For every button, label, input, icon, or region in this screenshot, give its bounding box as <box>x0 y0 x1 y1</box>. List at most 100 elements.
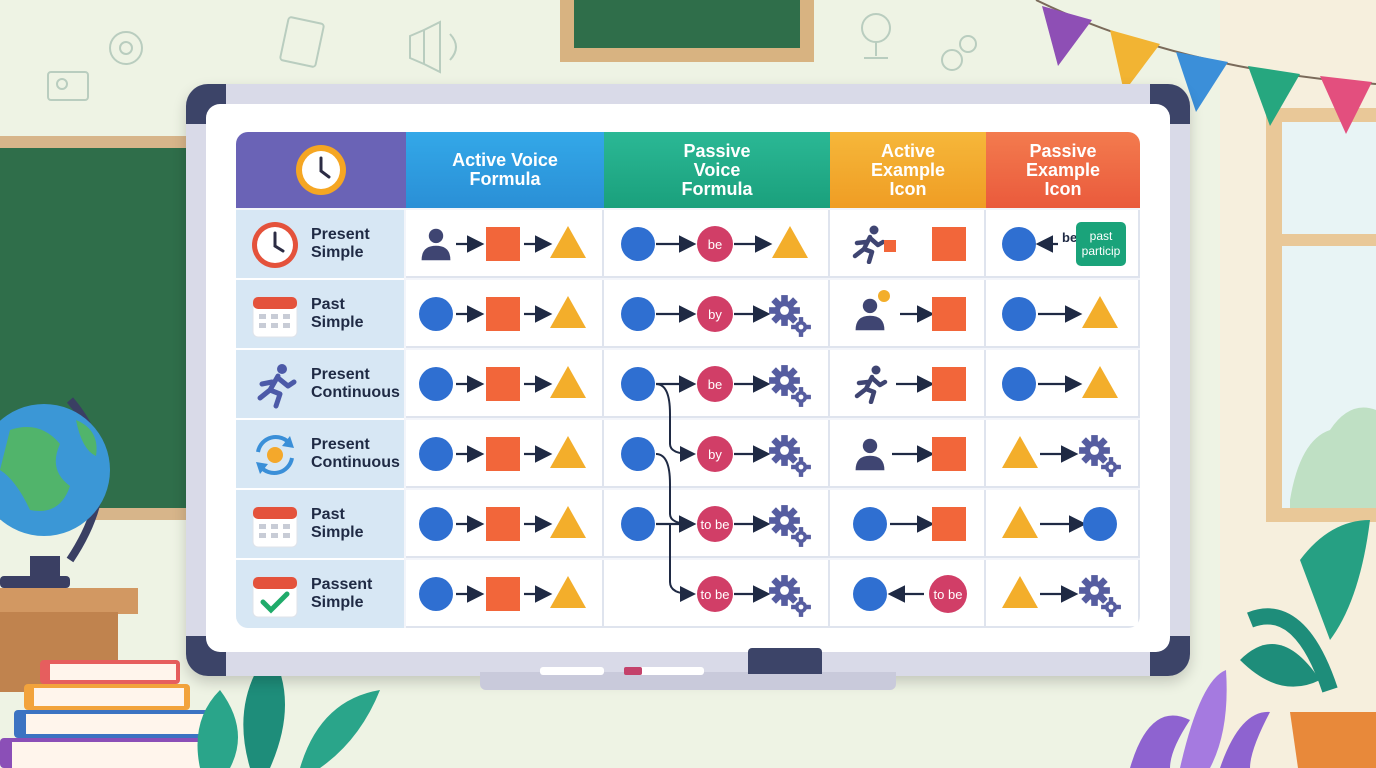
subject-circle <box>621 297 655 331</box>
badge-text: by <box>708 307 722 322</box>
calendar-icon <box>252 296 298 338</box>
subject-circle <box>1002 297 1036 331</box>
badge-be <box>697 226 733 262</box>
person-icon <box>421 228 451 261</box>
verb-square <box>932 437 966 471</box>
object-triangle <box>1082 296 1118 328</box>
object-triangle <box>772 226 808 258</box>
wall-doodle-icons <box>47 13 977 101</box>
calendar-check-icon <box>252 576 298 618</box>
badge-text: to be <box>934 587 963 602</box>
window <box>1266 108 1376 522</box>
subject-circle <box>419 577 453 611</box>
past-participle-text: past <box>1090 229 1113 243</box>
badge-to-be <box>929 575 967 613</box>
running-person-icon <box>855 226 883 263</box>
verb-square <box>932 297 966 331</box>
plant-left <box>197 650 380 768</box>
calendar-icon <box>252 506 298 548</box>
subject-circle <box>621 367 655 401</box>
box-icon <box>884 240 896 252</box>
running-person-icon <box>857 366 885 403</box>
badge-text: to be <box>701 587 730 602</box>
be-label: be <box>1062 230 1077 245</box>
object-triangle <box>1082 366 1118 398</box>
past-participle-badge <box>1076 222 1126 266</box>
gear-icon <box>769 295 811 337</box>
object-triangle <box>550 576 586 608</box>
verb-square <box>486 507 520 541</box>
subject-circle <box>419 437 453 471</box>
running-person-icon <box>257 364 297 409</box>
connector-line <box>655 453 696 532</box>
badge-to-be <box>697 576 733 612</box>
gear-icon <box>769 575 811 617</box>
object-triangle <box>550 436 586 468</box>
gear-icon <box>769 365 811 407</box>
gear-icon <box>1079 435 1121 477</box>
subject-circle <box>419 297 453 331</box>
verb-square <box>486 297 520 331</box>
verb-square <box>486 577 520 611</box>
subject-circle <box>853 577 887 611</box>
object-triangle <box>550 366 586 398</box>
subject-circle <box>621 227 655 261</box>
globe <box>0 397 110 588</box>
person-icon <box>855 298 885 331</box>
board-eraser[interactable] <box>748 648 822 674</box>
header-passive-voice-formula: Passive Voice Formula <box>604 132 830 208</box>
refresh-cycle-icon <box>256 435 294 475</box>
verb-square <box>932 367 966 401</box>
connector-line <box>669 524 696 602</box>
badge-text: by <box>708 447 722 462</box>
plant-purple <box>1130 670 1270 768</box>
subject-circle <box>419 507 453 541</box>
subject-circle <box>1002 227 1036 261</box>
subject-circle <box>621 507 655 541</box>
clock-icon <box>252 222 298 268</box>
object-triangle <box>1002 576 1038 608</box>
book-stack <box>0 660 230 768</box>
verb-square <box>486 227 520 261</box>
badge-to-be <box>697 506 733 542</box>
header-active-example-icon: Active Example Icon <box>830 132 986 208</box>
white-marker[interactable] <box>540 667 604 675</box>
badge-be <box>697 366 733 402</box>
pink-marker[interactable] <box>624 667 704 675</box>
verb-square <box>932 507 966 541</box>
gear-icon <box>769 505 811 547</box>
verb-square <box>486 437 520 471</box>
object-triangle <box>550 506 586 538</box>
plant-right <box>1240 520 1376 768</box>
subject-circle <box>1002 367 1036 401</box>
past-participle-text: particip <box>1082 244 1121 258</box>
object-triangle <box>550 226 586 258</box>
marker-tray <box>480 672 896 690</box>
badge-text: to be <box>701 517 730 532</box>
object-triangle <box>1002 436 1038 468</box>
voice-formula-table: Active Voice Formula Passive Voice Formu… <box>236 132 1140 628</box>
header-clock-cell <box>236 132 406 208</box>
subject-circle <box>853 507 887 541</box>
clock-icon <box>296 145 346 195</box>
idea-icon <box>878 290 890 302</box>
top-chalkboard <box>560 0 814 62</box>
gear-icon <box>769 435 811 477</box>
header-active-voice-formula: Active Voice Formula <box>406 132 604 208</box>
bunting-flags <box>1035 0 1376 134</box>
badge-by <box>697 436 733 472</box>
subject-circle <box>1083 507 1117 541</box>
object-triangle <box>1002 506 1038 538</box>
header-passive-example-icon: Passive Example Icon <box>986 132 1140 208</box>
subject-circle <box>419 367 453 401</box>
subject-circle <box>621 437 655 471</box>
object-triangle <box>550 296 586 328</box>
verb-square <box>932 227 966 261</box>
